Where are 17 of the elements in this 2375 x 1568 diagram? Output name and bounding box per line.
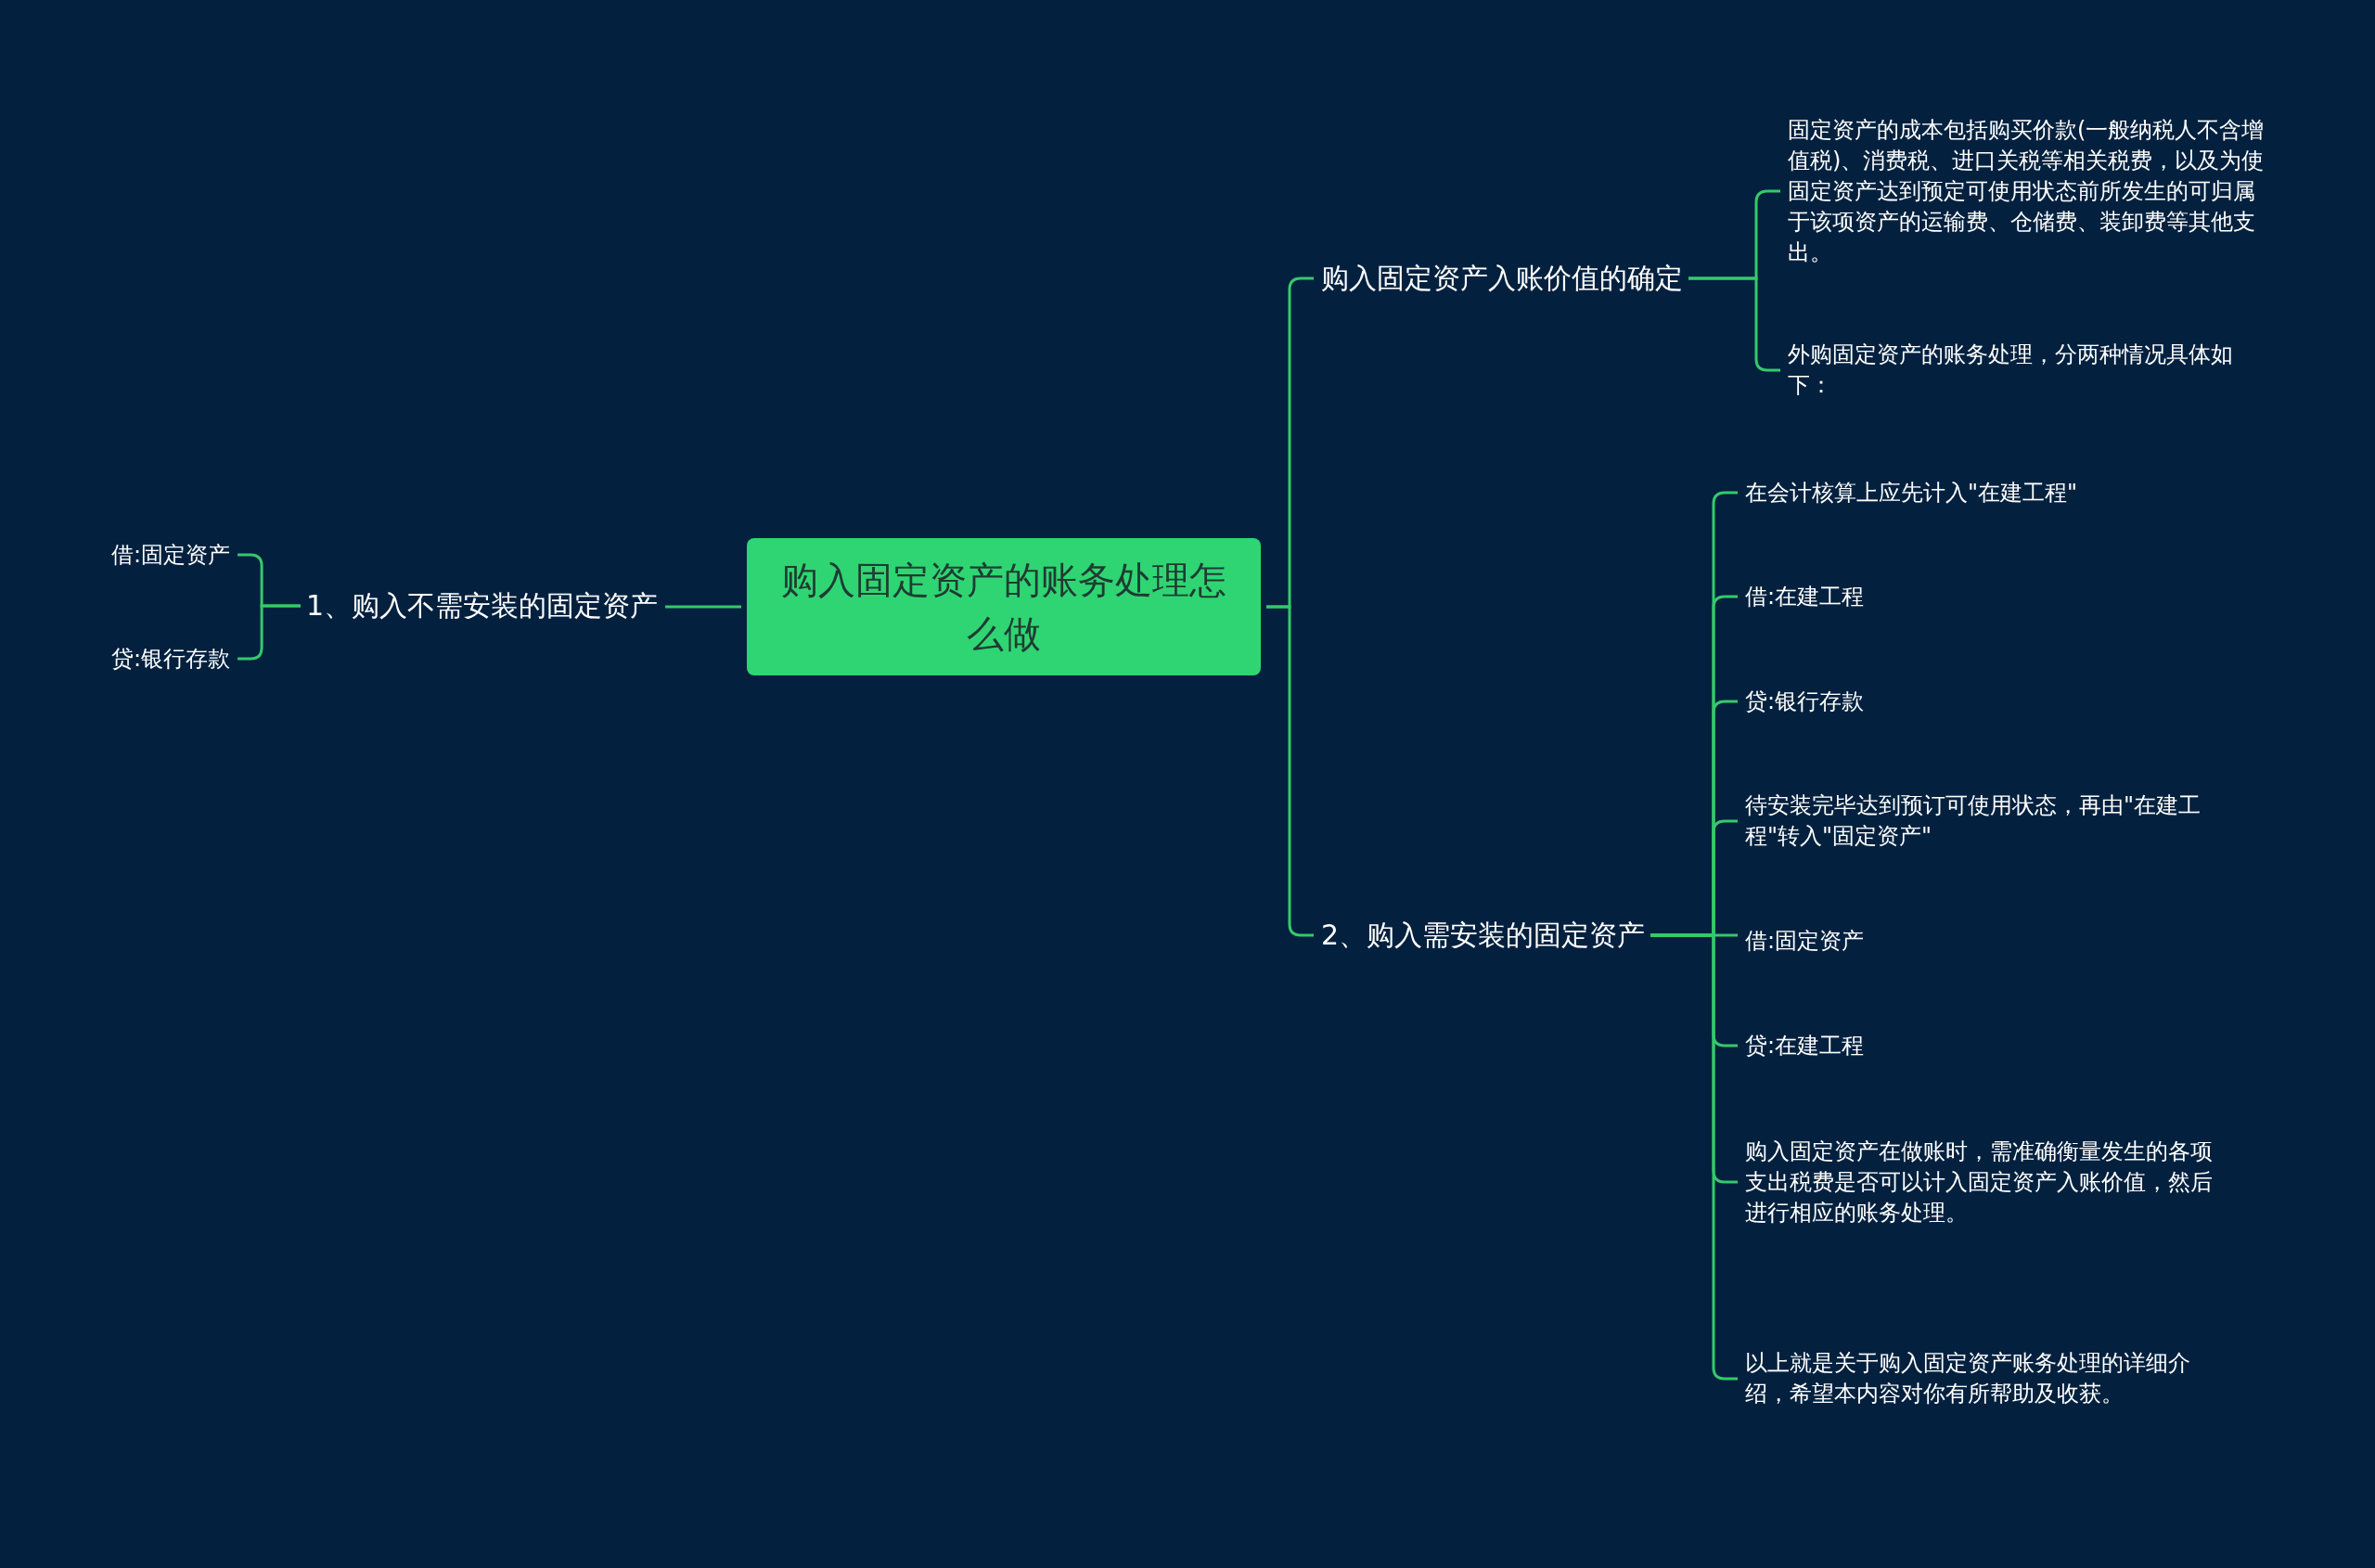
leaf-topic: 贷:在建工程 [1745, 1030, 1865, 1061]
branch-topic: 2、购入需安装的固定资产 [1321, 917, 1646, 954]
central-topic: 购入固定资产的账务处理怎么做 [747, 538, 1261, 675]
leaf-topic: 待安装完毕达到预订可使用状态，再由"在建工程"转入"固定资产" [1745, 790, 2227, 852]
leaf-topic: 固定资产的成本包括购买价款(一般纳税人不含增值税)、消费税、进口关税等相关税费，以及为使固定资产达到预定可使用状态前所发生的可归属于该项资产的运输费、仓储费、装卸费等其他支出。 [1788, 114, 2270, 268]
leaf-topic: 购入固定资产在做账时，需准确衡量发生的各项支出税费是否可以计入固定资产入账价值，然后进行相应的账务处理。 [1745, 1136, 2227, 1228]
leaf-topic: 外购固定资产的账务处理，分两种情况具体如下： [1788, 340, 2270, 401]
leaf-topic: 贷:银行存款 [111, 643, 231, 675]
branch-topic: 1、购入不需安装的固定资产 [306, 587, 659, 624]
connector-line [665, 605, 741, 609]
leaf-topic: 借:在建工程 [1745, 581, 1865, 612]
leaf-topic: 在会计核算上应先计入"在建工程" [1745, 477, 2078, 508]
leaf-topic: 贷:银行存款 [1745, 686, 1865, 717]
leaf-topic: 以上就是关于购入固定资产账务处理的详细介绍，希望本内容对你有所帮助及收获。 [1745, 1348, 2227, 1409]
leaf-topic: 借:固定资产 [1745, 925, 1865, 957]
leaf-topic: 借:固定资产 [111, 539, 231, 571]
branch-topic: 购入固定资产入账价值的确定 [1321, 260, 1683, 297]
